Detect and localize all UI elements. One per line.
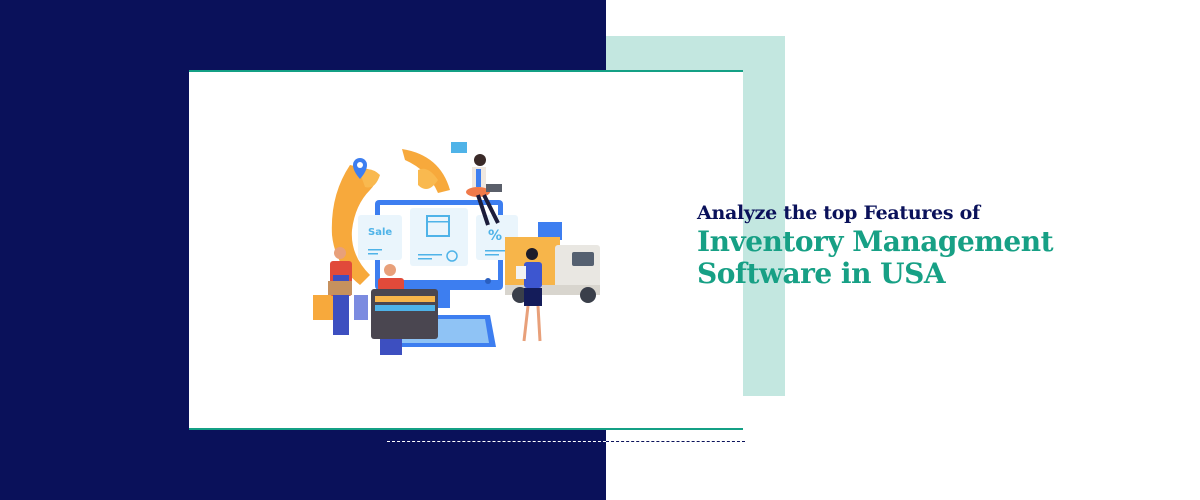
shopping-bags-icon — [313, 295, 333, 320]
window-check-card — [410, 208, 468, 266]
man-with-card — [371, 264, 438, 355]
worker-with-box — [328, 247, 352, 335]
chat-bubble-icon — [451, 142, 467, 153]
svg-text:%: % — [488, 228, 502, 244]
headline-block: Analyze the top Features of Inventory Ma… — [697, 200, 1177, 290]
headline-title-line-2: Software in USA — [697, 257, 946, 290]
headline-title-line-1: Inventory Management — [697, 225, 1054, 258]
headline-kicker: Analyze the top Features of — [697, 202, 980, 224]
svg-text:Sale: Sale — [368, 227, 392, 238]
sale-card: Sale — [358, 215, 402, 260]
inventory-illustration: Sale % — [313, 142, 600, 355]
woman-with-clipboard — [516, 248, 542, 342]
woman-with-laptop — [466, 154, 502, 226]
shopping-bags-icon — [354, 295, 368, 320]
location-pin-icon — [353, 158, 367, 179]
